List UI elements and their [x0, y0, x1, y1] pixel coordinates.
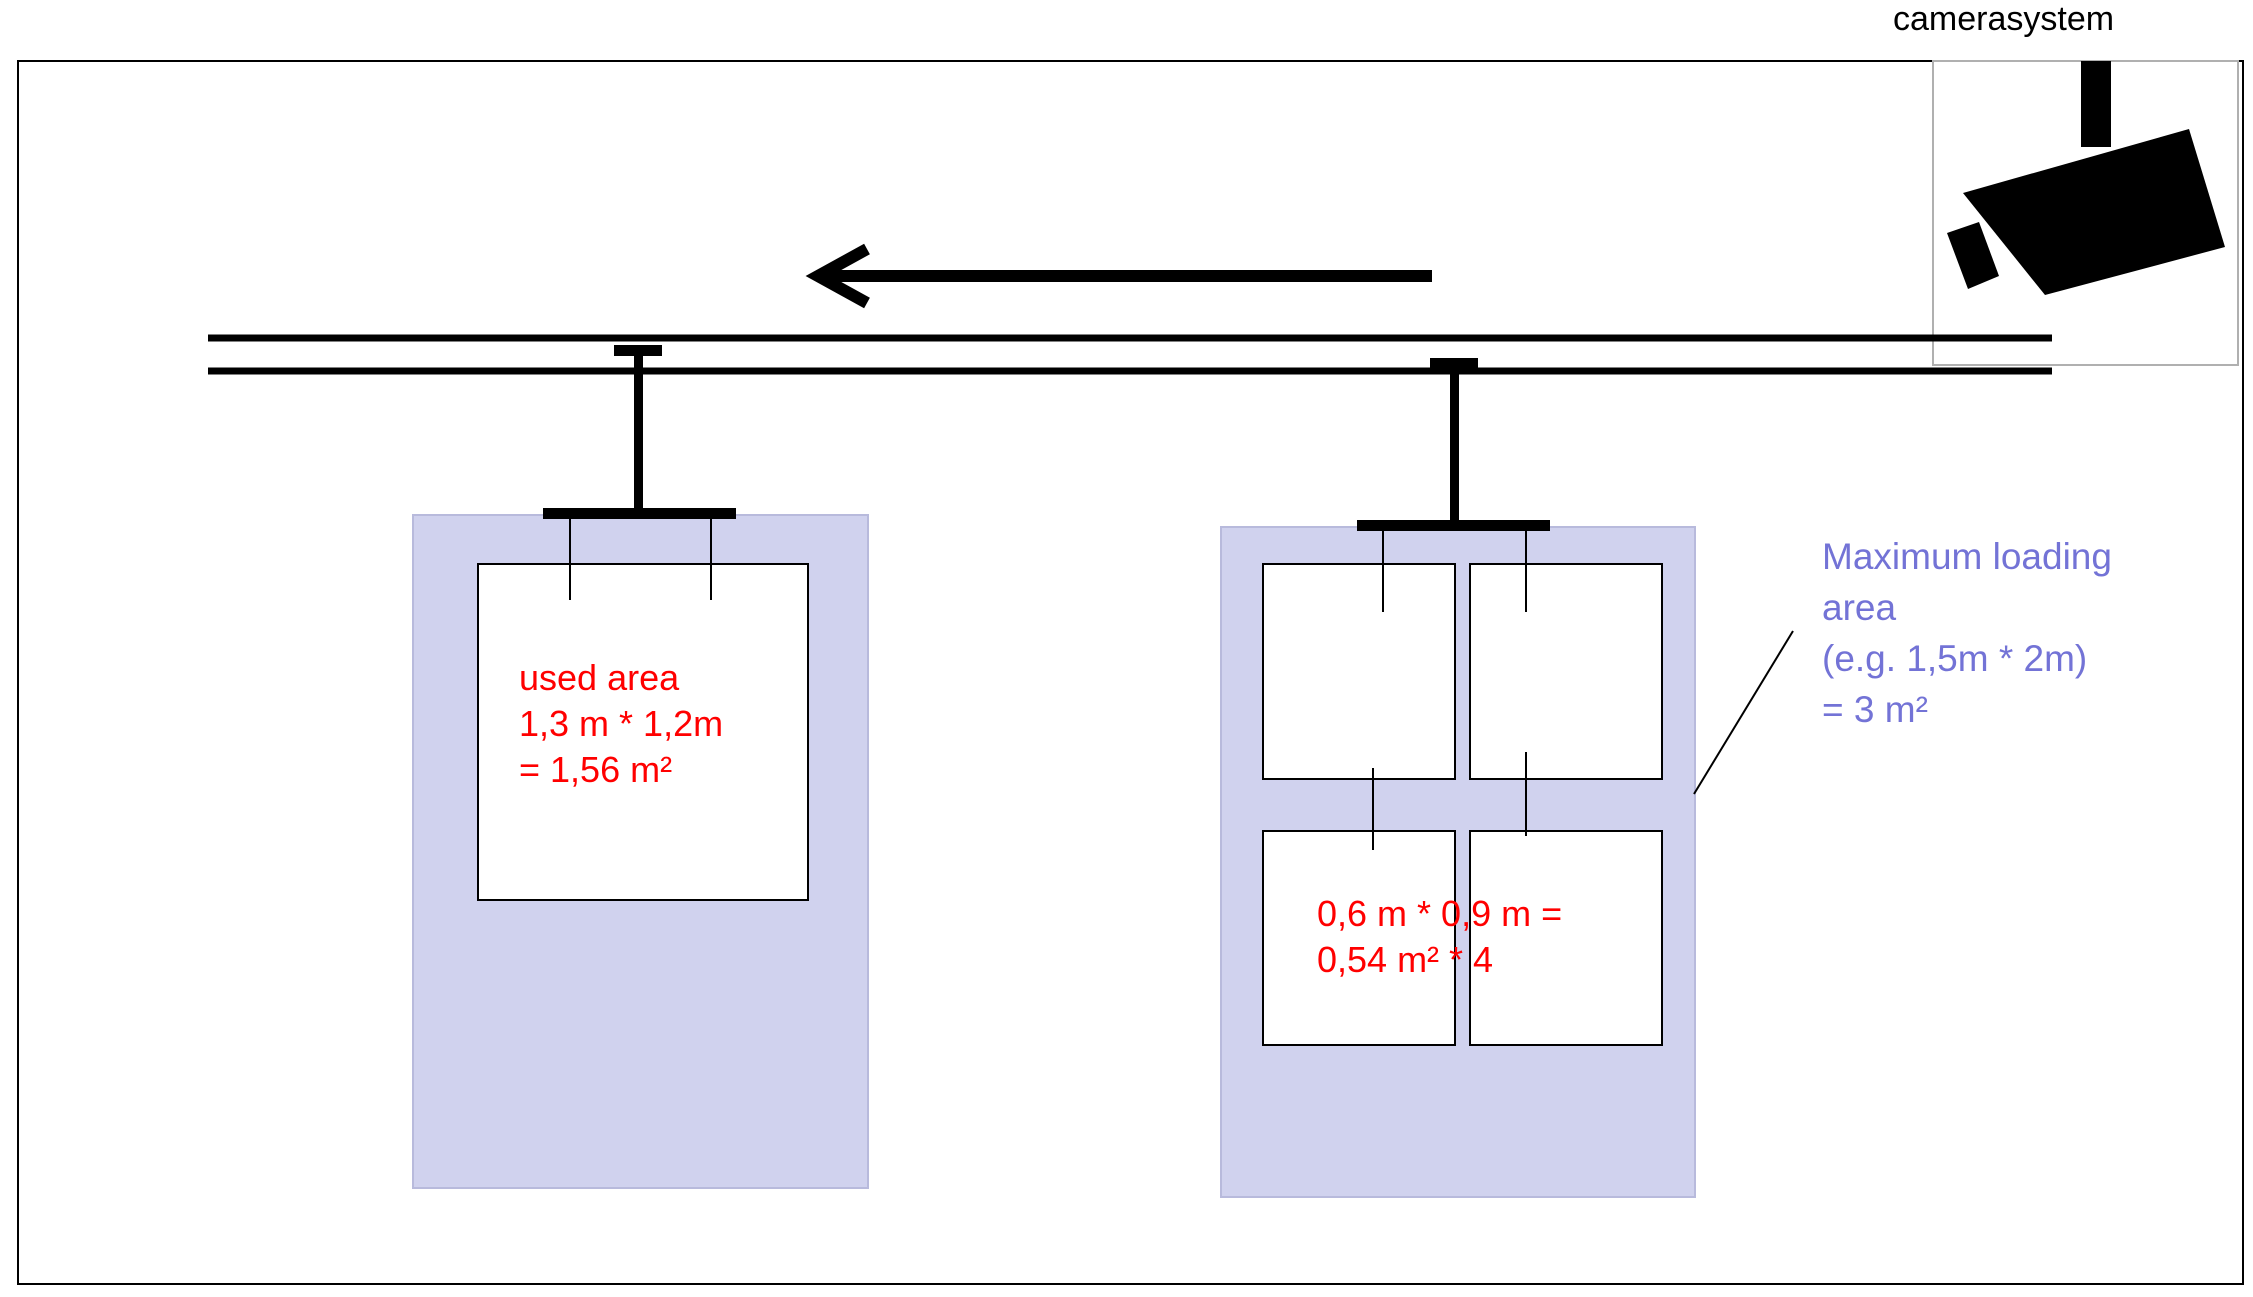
small-box-top-right — [1469, 563, 1663, 780]
callout-line — [1693, 630, 1794, 795]
used-area-line: 1,3 m * 1,2m — [519, 703, 724, 744]
used-area-box — [477, 563, 809, 901]
small-boxes-label: 0,6 m * 0,9 m = 0,54 m² * 4 — [1317, 896, 1562, 988]
small-boxes-line: 0,54 m² * 4 — [1317, 939, 1494, 980]
used-area-line: used area — [519, 657, 680, 698]
trolley-right — [1430, 358, 1478, 369]
crossbar-right — [1357, 520, 1550, 531]
max-loading-line: = 3 m² — [1822, 689, 1928, 730]
used-area-label: used area 1,3 m * 1,2m = 1,56 m² — [519, 660, 723, 798]
small-boxes-line: 0,6 m * 0,9 m = — [1317, 893, 1563, 934]
hanger-rod-left — [634, 355, 643, 517]
max-loading-area-label: Maximum loading area (e.g. 1,5m * 2m) = … — [1822, 538, 2112, 742]
max-loading-line: Maximum loading — [1822, 536, 2112, 577]
crossbar-left — [543, 508, 736, 519]
max-loading-line: area — [1822, 587, 1897, 628]
small-box-bottom-left — [1262, 830, 1456, 1046]
arrow-left-icon — [805, 243, 1432, 309]
max-loading-line: (e.g. 1,5m * 2m) — [1822, 638, 2088, 679]
trolley-left — [614, 345, 662, 356]
hanger-rod-right — [1450, 368, 1459, 525]
security-camera-icon — [1947, 61, 2225, 295]
small-box-top-left — [1262, 563, 1456, 780]
used-area-line: = 1,56 m² — [519, 749, 673, 790]
camera-label: camerasystem — [1893, 0, 2115, 38]
small-box-bottom-right — [1469, 830, 1663, 1046]
outer-frame — [17, 60, 2244, 1285]
